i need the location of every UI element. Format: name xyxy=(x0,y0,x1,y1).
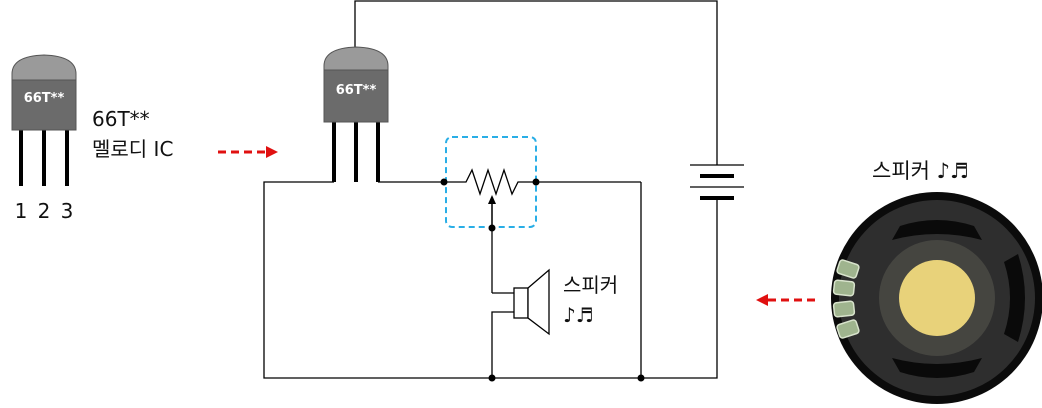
potentiometer-resistor xyxy=(444,167,536,197)
junction-dots xyxy=(440,178,645,382)
speaker-symbol-notes: ♪♬ xyxy=(563,303,594,327)
battery-symbol xyxy=(690,164,744,200)
circuit-wires xyxy=(263,0,718,379)
arrow-from-speaker xyxy=(756,294,816,306)
speaker-symbol-label: 스피커 xyxy=(563,273,618,297)
ic-circuit-marking: 66T** xyxy=(336,83,377,98)
pin-label-3: 3 xyxy=(61,199,74,223)
speaker-photo xyxy=(831,192,1042,404)
ic-name-line1: 66T** xyxy=(92,107,150,131)
speaker-photo-label: 스피커 ♪♬ xyxy=(872,159,969,183)
speaker-solder-pads xyxy=(832,259,860,339)
ic-legend: 66T** 1 2 3 66T** 멜로디 IC xyxy=(11,54,173,223)
ic-package-legend: 66T** xyxy=(11,54,77,186)
ic-name-line2: 멜로디 IC xyxy=(92,137,173,161)
ic-legend-marking: 66T** xyxy=(24,91,65,106)
potentiometer-wiper xyxy=(488,195,496,228)
speaker-symbol xyxy=(513,268,550,336)
pin-label-1: 1 xyxy=(15,199,28,223)
pin-label-2: 2 xyxy=(38,199,51,223)
ic-package-circuit: 66T** xyxy=(323,46,389,182)
arrow-to-ic xyxy=(218,146,278,158)
